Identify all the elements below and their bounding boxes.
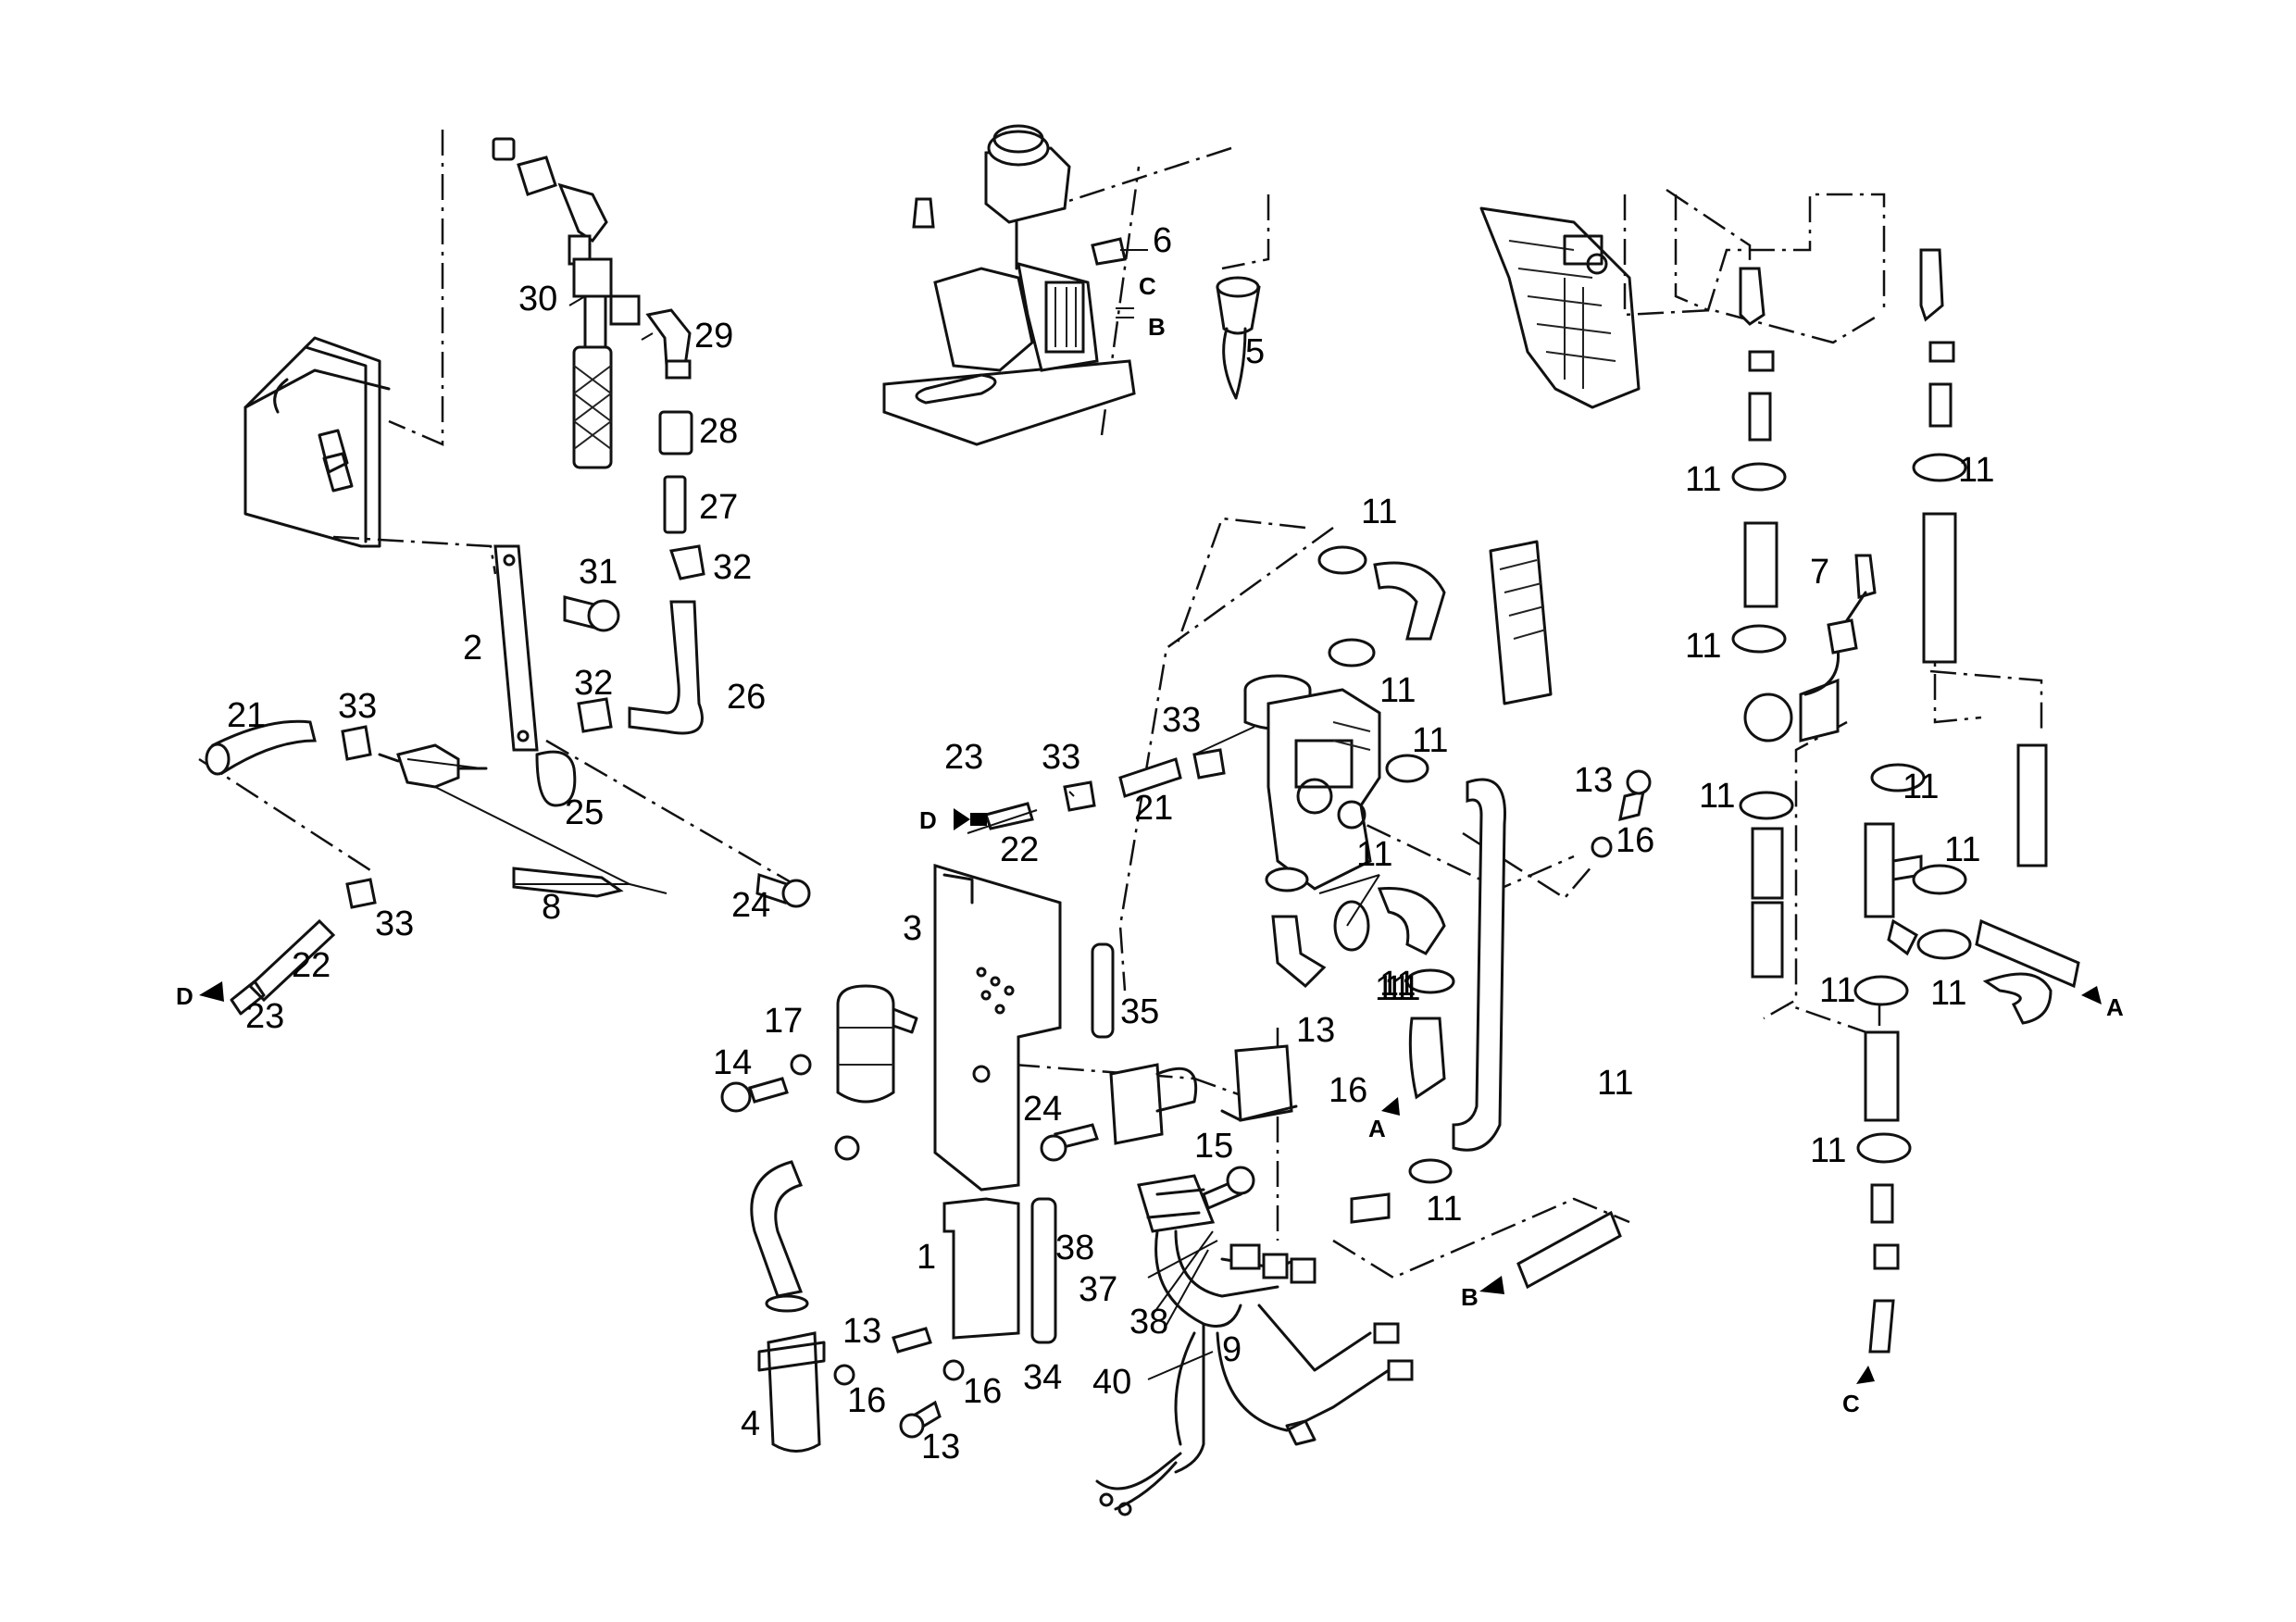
callout-11: 11 xyxy=(1819,971,1855,1010)
callout-32: 32 xyxy=(574,664,613,703)
callout-35: 35 xyxy=(1120,992,1159,1031)
callout-13: 13 xyxy=(842,1312,881,1351)
callout-40: 40 xyxy=(1092,1363,1131,1402)
mounting-plate-3 xyxy=(720,863,1414,1516)
callout-33: 33 xyxy=(338,687,377,726)
pump-assembly xyxy=(984,540,1652,1290)
callout-5: 5 xyxy=(1245,332,1265,371)
callout-33: 33 xyxy=(375,905,414,943)
callout-16: 16 xyxy=(1329,1071,1367,1110)
callout-7: 7 xyxy=(1810,553,1829,592)
callout-11: 11 xyxy=(1379,965,1416,1004)
callout-28: 28 xyxy=(699,412,738,451)
callout-11: 11 xyxy=(1426,1190,1462,1229)
callout-11: 11 xyxy=(1597,1064,1633,1103)
callout-24: 24 xyxy=(731,886,770,925)
callout-34: 34 xyxy=(1023,1358,1062,1397)
callout-25: 25 xyxy=(565,793,604,832)
marker-a: A xyxy=(2106,993,2124,1021)
marker-b: B xyxy=(1148,313,1166,341)
callout-26: 26 xyxy=(727,678,766,717)
callout-29: 29 xyxy=(694,317,733,356)
callout-16: 16 xyxy=(847,1381,886,1420)
leader-lines xyxy=(406,295,1380,1380)
connection-arrows xyxy=(199,307,2102,1384)
control-panel xyxy=(882,124,1261,446)
callout-1: 1 xyxy=(917,1238,936,1277)
callout-31: 31 xyxy=(579,553,618,592)
hose-21-left xyxy=(205,719,811,1016)
callout-11: 11 xyxy=(1412,721,1448,760)
callout-11: 11 xyxy=(1375,969,1411,1008)
callout-21: 21 xyxy=(1134,789,1173,828)
callout-9: 9 xyxy=(1222,1330,1242,1369)
callout-11: 11 xyxy=(1930,974,1966,1013)
callout-38: 38 xyxy=(1129,1303,1168,1341)
right-tube-column-2 xyxy=(1853,248,2080,1354)
callout-33: 33 xyxy=(1162,701,1201,740)
callout-4: 4 xyxy=(741,1404,760,1443)
callout-11: 11 xyxy=(1699,777,1735,816)
machine-side xyxy=(1479,206,1641,409)
callout-2: 2 xyxy=(463,629,482,668)
callout-13: 13 xyxy=(921,1428,960,1466)
callout-11: 11 xyxy=(1356,835,1392,874)
callout-15: 15 xyxy=(1194,1127,1233,1166)
marker-c: C xyxy=(1842,1390,1860,1417)
callout-23: 23 xyxy=(245,997,284,1036)
marker-a: A xyxy=(1368,1115,1386,1142)
callout-11: 11 xyxy=(1685,460,1721,499)
callout-11: 11 xyxy=(1361,493,1397,531)
callout-32: 32 xyxy=(713,548,752,587)
callout-labels: 1 2 3 4 5 6 7 8 9 11 11 11 11 11 11 11 1… xyxy=(227,221,1994,1466)
callout-27: 27 xyxy=(699,488,738,527)
callout-11: 11 xyxy=(1944,830,1980,869)
callout-11: 11 xyxy=(1384,969,1420,1008)
marker-d: D xyxy=(919,806,937,834)
callout-11: 11 xyxy=(1810,1131,1846,1170)
callout-22: 22 xyxy=(292,946,331,985)
callout-8: 8 xyxy=(542,888,561,927)
callout-16: 16 xyxy=(1616,821,1654,860)
callout-23: 23 xyxy=(944,738,983,777)
bracket-2 xyxy=(493,544,620,807)
callout-11: 11 xyxy=(1685,627,1721,666)
callout-13: 13 xyxy=(1574,761,1613,800)
marker-b: B xyxy=(1461,1283,1479,1311)
callout-16: 16 xyxy=(963,1372,1002,1411)
right-tube-column-1 xyxy=(1731,267,1877,979)
callout-30: 30 xyxy=(518,280,557,318)
marker-c: C xyxy=(1139,272,1156,300)
callout-21: 21 xyxy=(227,696,266,735)
fitting-stack-top xyxy=(492,137,705,735)
callout-33: 33 xyxy=(1042,738,1080,777)
callout-11: 11 xyxy=(1958,451,1994,490)
marker-d: D xyxy=(176,982,193,1010)
callout-22: 22 xyxy=(1000,830,1039,869)
callout-3: 3 xyxy=(903,909,922,948)
frame-corner xyxy=(243,336,391,548)
callout-37: 37 xyxy=(1079,1270,1117,1309)
callout-24: 24 xyxy=(1023,1090,1062,1129)
callout-11: 11 xyxy=(1379,671,1416,710)
callout-13: 13 xyxy=(1296,1011,1335,1050)
callout-6: 6 xyxy=(1153,221,1172,260)
callout-14: 14 xyxy=(713,1043,752,1082)
callout-38: 38 xyxy=(1055,1229,1094,1267)
connection-letters: A A B B C C D D xyxy=(176,272,2124,1417)
callout-11: 11 xyxy=(1903,767,1939,806)
callout-17: 17 xyxy=(764,1002,803,1041)
